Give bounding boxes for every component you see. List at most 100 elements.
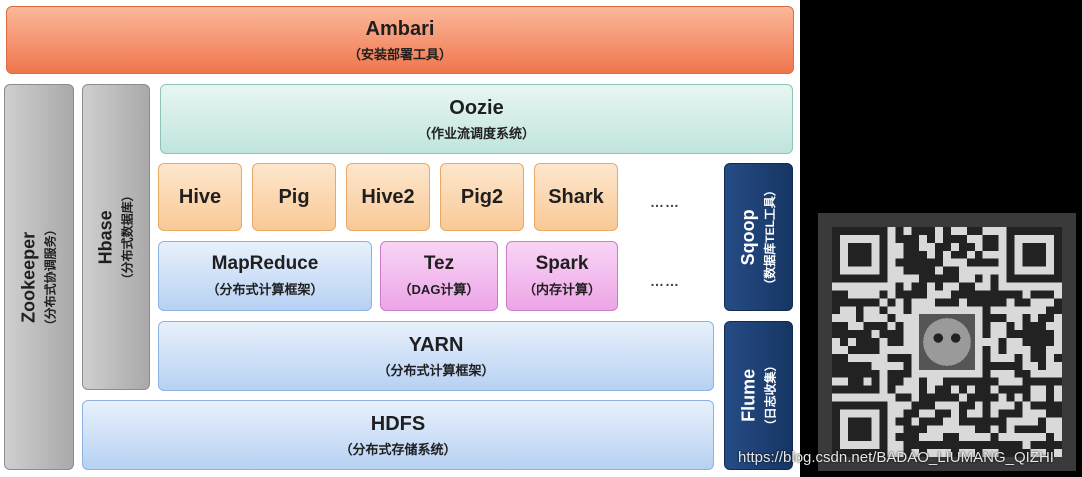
qr-module: [1022, 385, 1031, 394]
qr-module: [982, 425, 991, 434]
qr-module: [855, 306, 864, 315]
qr-module: [919, 385, 928, 394]
qr-module: [927, 401, 936, 410]
qr-module: [871, 369, 880, 378]
qr-module: [998, 290, 1007, 299]
qr-module: [895, 353, 904, 362]
qr-module: [903, 441, 912, 450]
qr-module: [958, 385, 967, 394]
qr-module: [982, 417, 991, 426]
qr-module: [982, 409, 991, 418]
qr-module: [958, 409, 967, 418]
qr-module: [871, 377, 880, 386]
qr-module: [911, 242, 920, 251]
qr-module: [863, 322, 872, 331]
qr-module: [935, 250, 944, 259]
qr-module: [966, 401, 975, 410]
qr-module: [903, 433, 912, 442]
hbase-subtitle: （分布式数据库）: [120, 188, 135, 285]
qr-module: [1038, 345, 1047, 354]
qr-module: [919, 401, 928, 410]
qr-module: [1006, 441, 1015, 450]
qr-module: [974, 298, 983, 307]
qr-module: [1030, 377, 1039, 386]
qr-module: [1006, 330, 1015, 339]
sqoop-label: Sqoop （数据库TEL工具）: [738, 184, 778, 291]
qr-module: [974, 227, 983, 235]
qr-module: [879, 306, 888, 315]
qr-module: [966, 282, 975, 291]
qr-module: [935, 409, 944, 418]
qr-module: [863, 338, 872, 346]
qr-module: [1046, 290, 1055, 299]
qr-module: [855, 377, 864, 386]
qr-module: [903, 393, 912, 402]
qr-module: [839, 353, 848, 362]
qr-module: [1022, 425, 1031, 434]
oozie-subtitle: （作业流调度系统）: [417, 125, 535, 141]
qr-module: [1006, 322, 1015, 331]
qr-module: [919, 425, 928, 434]
qr-module: [887, 369, 896, 378]
spark-box: Spark （内存计算）: [506, 241, 618, 311]
qr-module: [1030, 441, 1039, 450]
qr-module: [982, 314, 991, 323]
qr-module: [903, 425, 912, 434]
qr-module: [1030, 353, 1039, 362]
qr-module: [911, 250, 920, 259]
qr-module: [911, 433, 920, 442]
qr-module: [847, 369, 856, 378]
qr-module: [832, 361, 840, 370]
qr-module: [895, 234, 904, 243]
qr-module: [839, 338, 848, 346]
zookeeper-label: Zookeeper （分布式协调服务）: [19, 223, 59, 331]
qr-module: [982, 345, 991, 354]
qr-module: [919, 417, 928, 426]
qr-module: [911, 290, 920, 299]
qr-module: [998, 409, 1007, 418]
qr-module: [990, 433, 999, 442]
tez-box: Tez （DAG计算）: [380, 241, 498, 311]
qr-module: [1046, 449, 1055, 457]
qr-module: [950, 266, 959, 275]
qr-module: [839, 385, 848, 394]
qr-module: [863, 330, 872, 339]
qr-module: [879, 290, 888, 299]
qr-module: [982, 242, 991, 251]
qr-module: [966, 298, 975, 307]
qr-module: [919, 258, 928, 267]
qr-module: [895, 433, 904, 442]
qr-module: [950, 250, 959, 259]
ambari-title: Ambari: [365, 17, 435, 40]
qr-module: [1038, 401, 1047, 410]
qr-module: [974, 425, 983, 434]
spark-title: Spark: [535, 253, 589, 275]
qr-module: [839, 290, 848, 299]
qr-module: [1022, 338, 1031, 346]
qr-module: [1006, 393, 1015, 402]
qr-module: [998, 449, 1007, 457]
qr-module: [847, 330, 856, 339]
engine-shark-label: Shark: [548, 186, 604, 208]
engine-pig2-label: Pig2: [460, 186, 504, 208]
qr-module: [990, 234, 999, 243]
qr-module: [998, 338, 1007, 346]
qr-module: [950, 274, 959, 283]
qr-module: [919, 250, 928, 259]
qr-module: [1038, 290, 1047, 299]
qr-module: [919, 377, 928, 386]
qr-module: [832, 298, 840, 307]
qr-module: [832, 385, 840, 394]
qr-module: [1054, 306, 1062, 315]
qr-module: [1046, 314, 1055, 323]
qr-module: [990, 417, 999, 426]
qr-module: [911, 234, 920, 243]
qr-module: [832, 306, 840, 315]
qr-module: [1030, 322, 1039, 331]
hbase-label: Hbase （分布式数据库）: [96, 188, 136, 285]
qr-module: [943, 441, 951, 450]
qr-module: [1046, 401, 1055, 410]
qr-module: [903, 449, 912, 457]
qr-module: [950, 290, 959, 299]
qr-module: [1038, 338, 1047, 346]
